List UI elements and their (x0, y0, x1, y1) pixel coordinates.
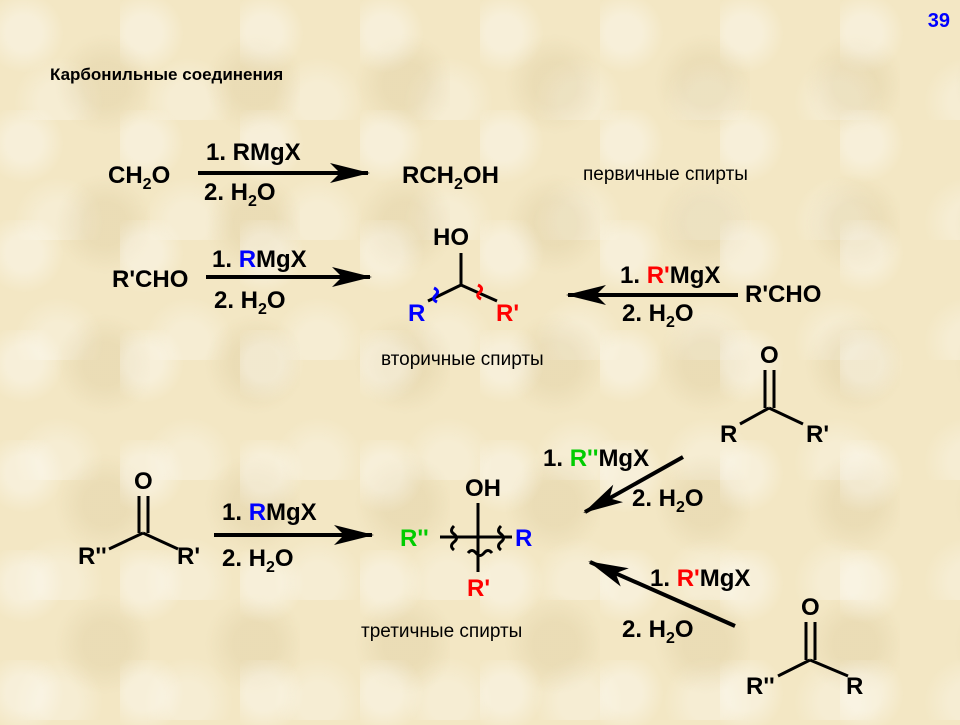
ketone-bottom-right: O R'' R (746, 594, 863, 700)
reaction-primary: CH2O 1. RMgX 2. H2O RCH2OH первичные спи… (108, 139, 748, 210)
reaction-arrow-lower (588, 560, 736, 628)
reagent-step1: 1. RMgX (206, 139, 301, 166)
aldehyde-right: R'CHO (745, 281, 821, 308)
wavy-bond (466, 549, 494, 557)
primary-alcohol-formula: RCH2OH (402, 162, 499, 193)
label-tertiary-alcohols: третичные спирты (361, 621, 522, 642)
r-prime-group-red: R' (496, 300, 519, 327)
formaldehyde-formula: CH2O (108, 162, 170, 193)
r-group-blue: R (408, 300, 425, 327)
reagent-left-step2: 2. H2O (214, 287, 286, 318)
reagent-lower-step2: 2. H2O (622, 616, 694, 647)
reagent-left-step1: 1. RMgX (222, 499, 317, 526)
bond (108, 531, 144, 551)
oxygen-label: O (801, 594, 820, 621)
reaction-arrow-upper (583, 455, 684, 514)
reagent-upper-step1: 1. R''MgX (543, 445, 649, 472)
hydroxyl-label: OH (465, 475, 501, 502)
reaction-secondary: R'CHO 1. RMgX 2. H2O HO R R' 1. R'MgX 2.… (112, 224, 821, 370)
r-prime-label: R' (177, 543, 200, 570)
ketone-top-right: O R R' (720, 342, 829, 448)
bond (142, 531, 179, 551)
label-secondary-alcohols: вторичные спирты (381, 349, 544, 370)
reagent-right-step1: 1. R'MgX (620, 262, 720, 289)
r-label: R (720, 421, 737, 448)
reagent-left-step1: 1. RMgX (212, 246, 307, 273)
oxygen-label: O (760, 342, 779, 369)
reaction-tertiary: O R R' 1. R''MgX 2. H2O O R'' R' 1. RMgX… (78, 342, 863, 700)
bond (768, 406, 804, 426)
red-wavy-bond (476, 283, 484, 301)
r-prime-label: R' (806, 421, 829, 448)
ketone-left: O R'' R' (78, 468, 200, 570)
hydroxyl-label: HO (433, 224, 469, 251)
reagent-right-step2: 2. H2O (622, 300, 694, 331)
reagent-left-step2: 2. H2O (222, 545, 294, 576)
page-title: Карбонильные соединения (50, 65, 283, 84)
secondary-alcohol-structure: HO R R' (408, 224, 519, 327)
reagent-lower-step1: 1. R'MgX (650, 565, 750, 592)
oxygen-label: O (134, 468, 153, 495)
r-double-prime-label: R'' (746, 673, 775, 700)
reagent-upper-step2: 2. H2O (632, 485, 704, 516)
tertiary-alcohol-structure: OH R'' R R' (400, 475, 532, 602)
blue-wavy-bond (432, 286, 440, 304)
wavy-bond (497, 524, 505, 552)
r-label: R (846, 673, 863, 700)
bond (809, 658, 849, 678)
r-group-blue: R (515, 525, 532, 552)
r-double-prime-group-green: R'' (400, 525, 429, 552)
label-primary-alcohols: первичные спирты (583, 164, 748, 185)
bond (739, 406, 770, 426)
page-number: 39 (928, 10, 950, 32)
r-double-prime-label: R'' (78, 543, 107, 570)
r-prime-group-red: R' (467, 575, 490, 602)
aldehyde-left: R'CHO (112, 266, 188, 293)
wavy-bond (450, 524, 458, 552)
bond (777, 658, 811, 678)
reagent-step2: 2. H2O (204, 179, 276, 210)
